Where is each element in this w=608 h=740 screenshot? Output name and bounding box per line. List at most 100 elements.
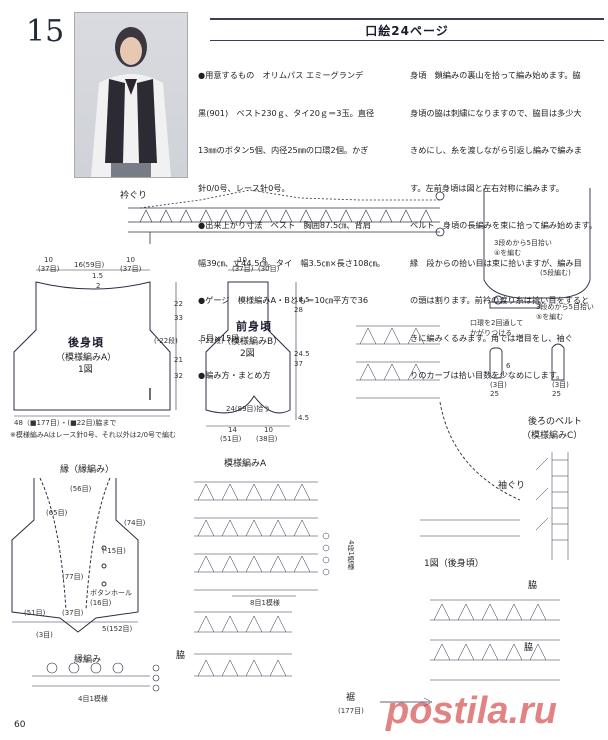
hem-count: (177目) <box>338 707 364 715</box>
dim-label: 14 <box>228 426 237 434</box>
text-line: ベルト 身頃の長編みを束に拾って編み始めます。 <box>410 220 598 230</box>
buttonhole-label: ボタンホール <box>90 589 132 597</box>
front-hem-label: 24(89目)拾う <box>226 405 271 413</box>
pattern-number: 15 <box>26 14 65 49</box>
front-body-outline <box>205 269 297 427</box>
dim-label: 33 <box>174 314 183 322</box>
dim-label: 32 <box>174 372 183 380</box>
dim-label: (65目) <box>46 509 68 517</box>
dim-label: (38目) <box>256 435 278 443</box>
dim-label: 18.5 <box>294 296 310 304</box>
front-body-pattern: （模様編みB） <box>222 337 283 347</box>
text-line: 身頃 鎖編みの裏山を拾って編み始めます。脇 <box>410 70 581 80</box>
tie-pieces <box>489 343 565 381</box>
text-line: 針0/0号、レース針0号。 <box>198 182 290 193</box>
text-line: 黒(901) ベスト230ｇ、タイ20ｇ＝3玉。直径 <box>198 107 375 118</box>
ring-label: (5段編む) <box>540 269 571 277</box>
dim-label: (3目) <box>490 381 507 389</box>
side-label: 脇 <box>524 643 534 653</box>
text-line: の頭は割ります。前衿の渡り糸は拾い目をすると <box>410 295 590 305</box>
dim-label: (51目) <box>220 435 242 443</box>
text-line: 幅39㎝、丈44.5㎝。タイ 幅3.5㎝×長さ108㎝。 <box>198 257 385 268</box>
text-line: りのカーブは拾い目数を少なめにします。 <box>410 370 565 380</box>
border-edging-title: 縁編み <box>74 655 102 665</box>
dim-label: 10 <box>44 256 53 264</box>
border-edging-chart <box>32 662 160 692</box>
dim-label: (16目) <box>90 599 112 607</box>
front-body-title: 前身頃 <box>236 320 272 333</box>
dim-label: 10 <box>238 256 247 264</box>
text-line: 身頃の脇は刺繍になりますので、脇目は多少大 <box>410 107 582 118</box>
text-line: 縁 段からの拾い目は束に拾いますが、編み目 <box>410 257 582 268</box>
text-line: きに編みくるみます。角では増目をし、袖ぐ <box>410 332 573 343</box>
lower-pattern-chart <box>194 611 292 677</box>
dim-label: (37目) <box>120 265 142 273</box>
watermark-logo: postila.ru <box>386 690 558 732</box>
back-body-fig-label: 1図（後身頃） <box>424 559 484 569</box>
dim-label: (-22段) <box>200 337 224 345</box>
back-belt-title: 後ろのベルト <box>528 417 583 427</box>
dim-label: 4.5 <box>298 414 310 422</box>
dim-label: (3目) <box>552 381 569 389</box>
pattern-note: ※模様編みAはレース針0号、それ以外は2/0号で編む <box>10 431 177 439</box>
dim-label: (77目) <box>62 573 84 581</box>
side-label: 脇 <box>176 651 186 661</box>
text-line: 13㎜のボタン5個、内径25㎜の口環2個。かぎ <box>198 145 369 155</box>
dim-label: (37目) <box>232 265 254 273</box>
ring-note: 口環を2回通して かがりつける <box>470 319 524 337</box>
dim-label: 25 <box>552 390 561 398</box>
repeat-label: 4目1模様 <box>78 695 108 703</box>
instructions-column: 身頃 鎖編みの裏山を拾って編み始めます。脇 身頃の脇は刺繍になりますので、脇目は… <box>410 44 606 394</box>
page-title: 口絵24ページ <box>365 24 449 38</box>
pattern-a-title: 模様編みA <box>224 459 267 469</box>
dim-label: 2 <box>96 282 101 290</box>
back-body-fig: 1図 <box>78 365 93 375</box>
text-line: ●出来上がり寸法 ベスト 胸囲87.5㎝、背肩 <box>198 220 371 230</box>
dim-label: (37目) <box>62 609 84 617</box>
back-body-title: 後身頃 <box>68 336 104 349</box>
dim-label: 10 <box>126 256 135 264</box>
text-line: きめにし、糸を渡しながら引返し編みで編みま <box>410 145 582 155</box>
dim-label: 37 <box>294 360 303 368</box>
dim-label: 25 <box>490 390 499 398</box>
pattern-a-chart <box>194 481 330 597</box>
back-belt-chart <box>535 452 569 560</box>
neckline-chart <box>128 189 445 244</box>
model-photo <box>74 12 188 178</box>
dim-label: 5(152目) <box>102 625 133 633</box>
dim-label: (51目) <box>24 609 46 617</box>
belt-diagram <box>483 188 591 309</box>
back-body-chart <box>356 325 560 707</box>
dim-label: 1.5 <box>92 272 104 280</box>
hem-label: 裾 <box>346 693 356 703</box>
dim-label: (3目) <box>36 631 53 639</box>
text-line: ●用意するもの オリムパス エミーグランデ <box>198 70 364 80</box>
back-body-pattern: （模様編みA） <box>56 353 117 363</box>
text-line: .5目×15段。 <box>198 332 248 343</box>
back-belt-pattern: （模様編みC） <box>522 431 583 441</box>
armhole-label: 袖ぐり <box>498 481 526 491</box>
dim-label: (74目) <box>124 519 146 527</box>
page-number: 60 <box>14 720 26 730</box>
dim-label: 21 <box>174 356 183 364</box>
model-illustration <box>91 27 171 177</box>
header-bar: 口絵24ページ <box>210 18 604 41</box>
text-line: ●編み方・まとめ方 <box>198 370 271 380</box>
back-width-label: 48（■177目）・(■22目)脇まで <box>14 419 117 427</box>
edging-title: 縁（縁編み） <box>60 465 115 475</box>
repeat-label: 4段1模様 <box>347 540 355 570</box>
dim-label: 8 <box>262 256 267 264</box>
edging-outline <box>11 477 139 633</box>
front-body-fig: 2図 <box>240 349 255 359</box>
dim-label: 28 <box>294 306 303 314</box>
text-line: す。左前身頃は図と左右対称に編みます。 <box>410 182 564 193</box>
dim-label: (30目) <box>258 265 280 273</box>
dim-label: (-22段) <box>154 337 178 345</box>
dim-label: (37目) <box>38 265 60 273</box>
dim-label: (56目) <box>70 485 92 493</box>
dim-label: (-15目) <box>102 547 126 555</box>
materials-column: ●用意するもの オリムパス エミーグランデ 黒(901) ベスト230ｇ、タイ2… <box>198 44 404 394</box>
repeat-label: 8目1模様 <box>250 599 280 607</box>
dim-label: 22 <box>174 300 183 308</box>
